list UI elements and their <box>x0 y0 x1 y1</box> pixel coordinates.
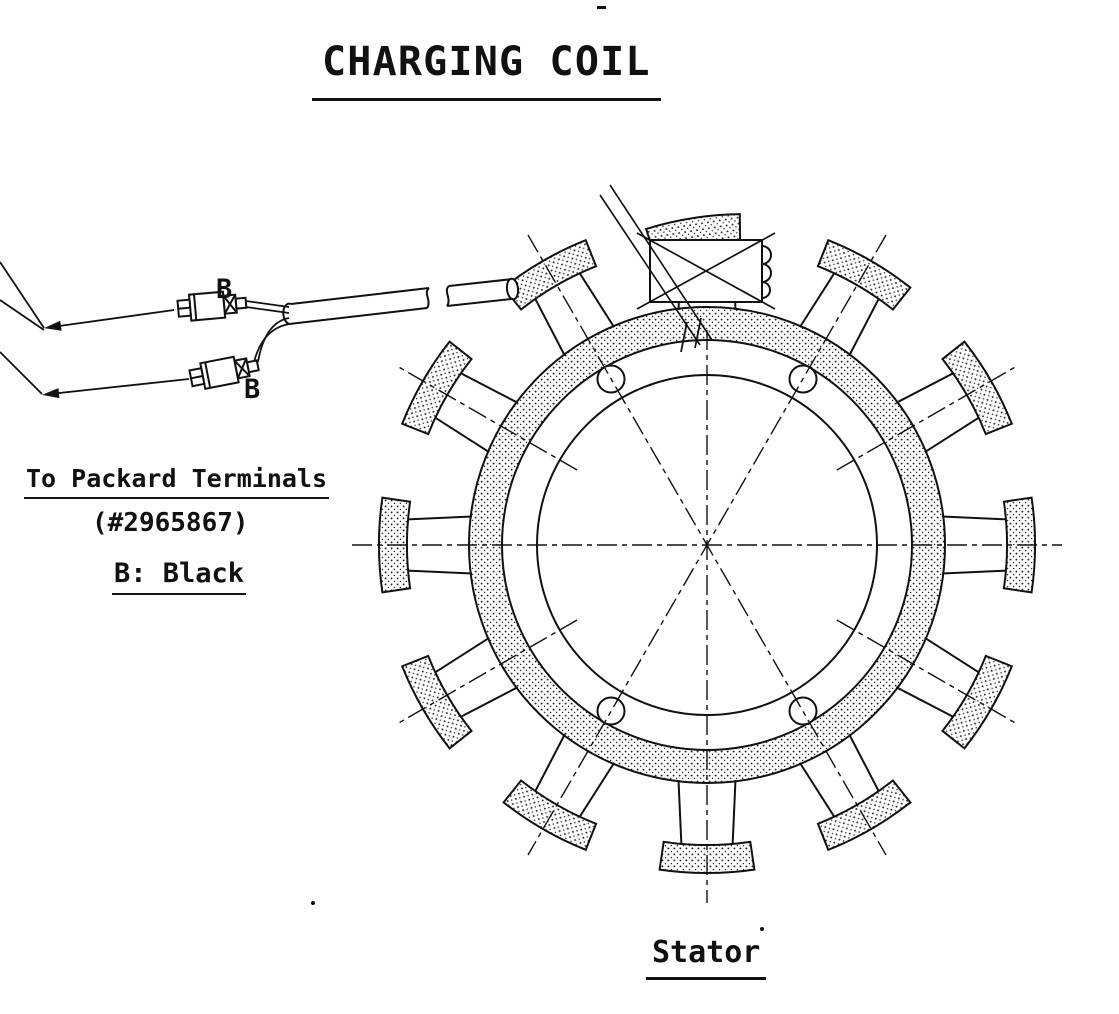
wire-color-key: B: Black <box>112 560 247 595</box>
polarity-ticks <box>680 317 702 353</box>
specks <box>311 6 764 931</box>
charging-coil-assembly <box>599 184 776 353</box>
terminal-note-part-number: (#2965867) <box>92 508 249 538</box>
centerline-diagonal <box>527 234 887 856</box>
arrowhead-icon <box>42 388 60 399</box>
arrow-shaft-upper <box>51 309 175 328</box>
packard-terminal-upper <box>176 288 249 323</box>
cable-break-mark <box>445 285 450 307</box>
coil-wire-loops <box>761 245 772 299</box>
mounting-hole <box>596 696 626 726</box>
diagram-title: CHARGING COIL <box>312 42 661 101</box>
arrowhead-icon <box>44 320 62 331</box>
wire-upper <box>245 300 290 308</box>
wire-upper <box>245 306 290 314</box>
coil-cross <box>636 232 776 310</box>
wire-label-b-upper: B <box>216 274 233 305</box>
cable-break-mark <box>425 287 430 309</box>
wire-lower <box>257 317 290 363</box>
lead-cable <box>282 277 520 325</box>
stator-caption: Stator <box>646 938 767 980</box>
wire-label-b-lower: B <box>244 374 261 405</box>
cutoff-leader-lines <box>0 261 45 395</box>
coil-lead-lines <box>599 184 713 346</box>
centerlines <box>352 234 1062 903</box>
terminal-note-line1: To Packard Terminals <box>24 466 330 499</box>
terminal-arrows <box>42 309 190 399</box>
arrow-shaft-lower <box>49 378 190 395</box>
stator-drawing <box>352 209 1062 903</box>
cable-end-section <box>505 277 520 301</box>
mounting-hole <box>788 696 818 726</box>
